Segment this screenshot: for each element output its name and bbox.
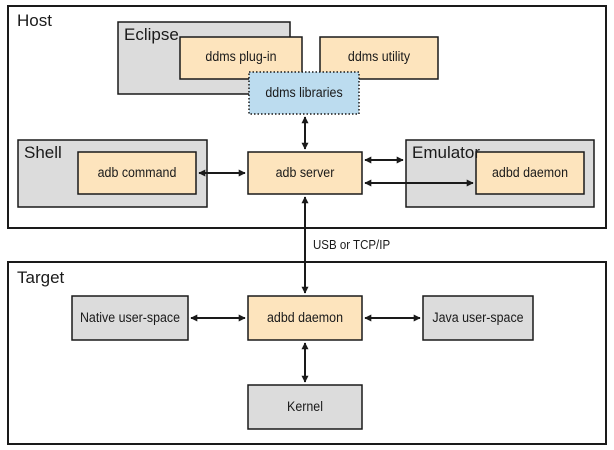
ddms-utility-label: ddms utility (347, 49, 411, 64)
java-user-space-label: Java user-space (432, 310, 524, 325)
kernel-label: Kernel (287, 399, 323, 414)
emulator-label: Emulator (412, 143, 481, 162)
native-user-space-box (71, 295, 189, 341)
adb-server-box (247, 151, 363, 195)
kernel-box (247, 384, 363, 430)
host-label: Host (17, 11, 52, 30)
ddms-libraries-label: ddms libraries (265, 85, 343, 100)
target-adbd-label: adbd daemon (267, 310, 343, 325)
usb-tcpip-label: USB or TCP/IP (313, 238, 391, 252)
ddms-libraries-box (248, 71, 360, 115)
emulator-adbd-box (475, 151, 585, 195)
native-user-space-label: Native user-space (79, 310, 181, 325)
java-user-space-box (422, 295, 534, 341)
adb-command-box (77, 151, 197, 195)
eclipse-label: Eclipse (124, 25, 179, 44)
target-label: Target (17, 268, 65, 287)
shell-label: Shell (24, 143, 62, 162)
adb-server-label: adb server (275, 165, 335, 180)
emulator-adbd-label: adbd daemon (492, 165, 568, 180)
adb-command-label: adb command (97, 165, 177, 180)
ddms-plugin-label: ddms plug-in (205, 49, 277, 64)
target-adbd-box (247, 295, 363, 341)
